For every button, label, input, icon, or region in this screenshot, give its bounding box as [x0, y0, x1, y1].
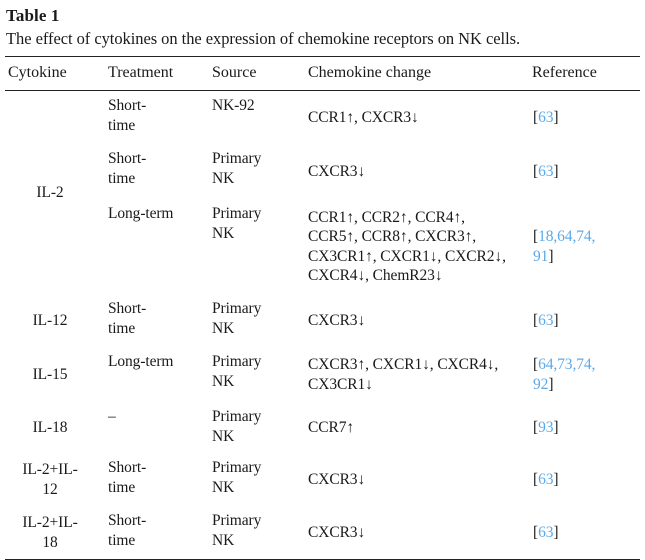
reference-link[interactable]: [63] [533, 162, 559, 180]
cell-reference[interactable]: [93] [532, 402, 645, 453]
reference-link[interactable]: [18,64,74, 91] [533, 228, 596, 265]
table-row: Short- time Primary NK CXCR3↓ [63] [0, 144, 645, 199]
reference-link[interactable]: [63] [533, 311, 559, 329]
reference-link[interactable]: [64,73,74, 92] [533, 356, 596, 393]
table-label: Table 1 [6, 6, 60, 25]
cell-chemokine-change: CXCR3↓ [308, 470, 366, 488]
cell-chemokine-change: CCR1↑, CXCR3↓ [308, 108, 419, 126]
cell-chemokine-change: CXCR3↓ [308, 311, 366, 329]
data-table-body: IL-2 Short- time NK-92 CCR1↑, CXCR3↓ [63… [0, 91, 645, 559]
cell-cytokine-il18: IL-18 [32, 418, 68, 436]
cell-chemokine-change: CXCR3↓ [308, 162, 366, 180]
cell-cytokine-il2-il18: IL-2+IL- 18 [22, 514, 78, 551]
cell-reference[interactable]: [18,64,74, 91] [532, 199, 645, 294]
cell-cytokine-il2-il12: IL-2+IL- 12 [22, 461, 78, 498]
cell-reference[interactable]: [64,73,74, 92] [532, 347, 645, 402]
table-row: IL-2+IL- 18 Short- time Primary NK CXCR3… [0, 506, 645, 559]
column-header-source: Source [212, 64, 257, 81]
cell-chemokine-change: CXCR3↑, CXCR1↓, CXCR4↓, CX3CR1↓ [308, 356, 499, 393]
cell-treatment: – [108, 408, 116, 425]
cell-source: Primary NK [212, 353, 262, 390]
cell-treatment: Long-term [108, 353, 174, 370]
table-header: Cytokine Treatment Source Chemokine chan… [0, 57, 645, 90]
table-top-rule [5, 56, 640, 57]
cell-treatment: Short- time [108, 459, 147, 496]
column-header-cytokine: Cytokine [8, 64, 67, 81]
reference-link[interactable]: [63] [533, 523, 559, 541]
table-caption-text: The effect of cytokines on the expressio… [6, 29, 521, 48]
cell-chemokine-change: CXCR3↓ [308, 523, 366, 541]
table-row: IL-18 – Primary NK CCR7↑ [93] [0, 402, 645, 453]
cell-reference[interactable]: [63] [532, 144, 645, 199]
cell-cytokine-il15: IL-15 [32, 365, 68, 383]
column-header-chemokine-change: Chemokine change [308, 64, 432, 81]
table-row: Long-term Primary NK CCR1↑, CCR2↑, CCR4↑… [0, 199, 645, 294]
table-row: IL-15 Long-term Primary NK CXCR3↑, CXCR1… [0, 347, 645, 402]
cell-treatment: Short- time [108, 512, 147, 549]
table-caption-block: Table 1 The effect of cytokines on the e… [0, 0, 645, 50]
table-row: IL-12 Short- time Primary NK CXCR3↓ [63] [0, 294, 645, 347]
reference-link[interactable]: [63] [533, 108, 559, 126]
cell-treatment: Short- time [108, 97, 147, 134]
cell-reference[interactable]: [63] [532, 506, 645, 559]
column-header-treatment: Treatment [108, 64, 174, 81]
cell-treatment: Long-term [108, 205, 174, 222]
cell-reference[interactable]: [63] [532, 453, 645, 506]
cell-treatment: Short- time [108, 300, 147, 337]
cell-source: Primary NK [212, 459, 262, 496]
cell-treatment: Short- time [108, 150, 147, 187]
reference-link[interactable]: [93] [533, 418, 559, 436]
cell-reference[interactable]: [63] [532, 294, 645, 347]
reference-link[interactable]: [63] [533, 470, 559, 488]
table-row: IL-2 Short- time NK-92 CCR1↑, CXCR3↓ [63… [0, 91, 645, 201]
header-row: Cytokine Treatment Source Chemokine chan… [0, 57, 645, 90]
table-row: IL-2+IL- 12 Short- time Primary NK CXCR3… [0, 453, 645, 506]
header-bottom-rule [5, 90, 640, 91]
cell-source: Primary NK [212, 150, 262, 187]
cell-chemokine-change: CCR7↑ [308, 418, 355, 436]
column-header-reference: Reference [532, 64, 597, 81]
cell-source: Primary NK [212, 300, 262, 337]
cell-source: Primary NK [212, 205, 262, 242]
cell-chemokine-change: CCR1↑, CCR2↑, CCR4↑, CCR5↑, CCR8↑, CXCR3… [308, 208, 506, 285]
cell-cytokine-il2: IL-2 [36, 183, 64, 201]
data-table: Cytokine Treatment Source Chemokine chan… [0, 57, 645, 90]
cell-reference[interactable]: [63] [532, 91, 645, 144]
cell-source: Primary NK [212, 408, 262, 445]
cell-source: NK-92 [212, 97, 255, 114]
cell-cytokine-il12: IL-12 [32, 311, 68, 329]
cell-source: Primary NK [212, 512, 262, 549]
